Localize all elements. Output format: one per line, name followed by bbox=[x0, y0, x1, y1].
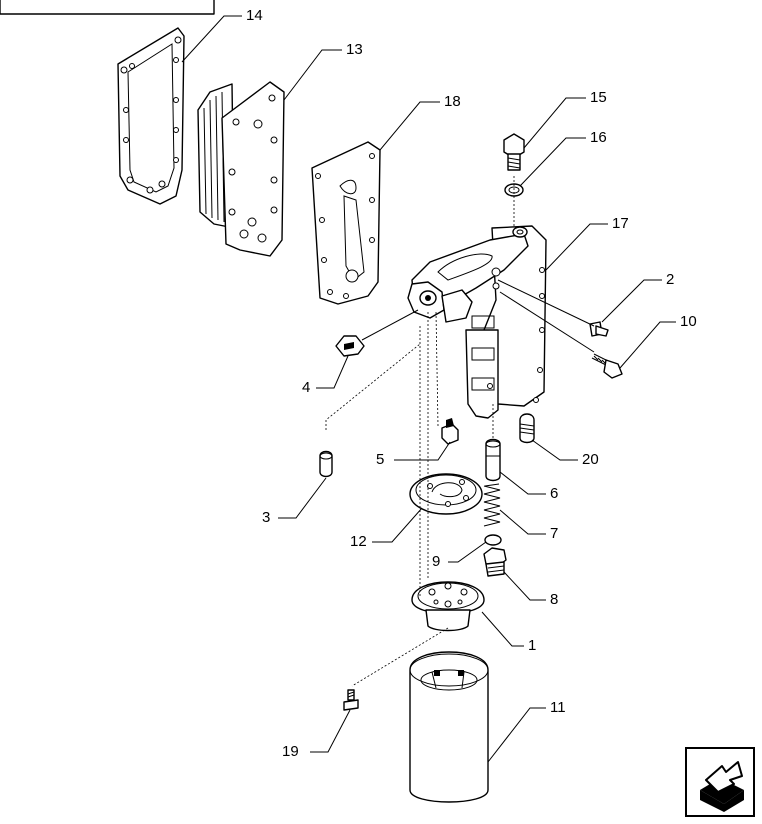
part-17-filter-housing[interactable] bbox=[407, 225, 547, 419]
callout-labels: 14 13 18 15 16 17 2 10 4 5 20 3 6 12 7 9… bbox=[246, 7, 697, 760]
callout-18: 18 bbox=[444, 93, 461, 110]
part-12-valve-plate[interactable] bbox=[409, 473, 483, 515]
callout-5: 5 bbox=[376, 451, 384, 468]
navigation-arrow-button[interactable] bbox=[685, 747, 755, 817]
callout-17: 17 bbox=[612, 215, 629, 232]
callout-19: 19 bbox=[282, 743, 299, 760]
callout-4: 4 bbox=[302, 379, 310, 396]
alignment-lines bbox=[325, 176, 595, 687]
callout-9: 9 bbox=[432, 553, 440, 570]
callout-2: 2 bbox=[666, 271, 674, 288]
leader-lines bbox=[181, 15, 676, 763]
callout-11: 11 bbox=[550, 699, 566, 716]
callout-14: 14 bbox=[246, 7, 263, 24]
part-20-spring-plug[interactable] bbox=[519, 413, 535, 444]
callout-3: 3 bbox=[262, 509, 270, 526]
callout-6: 6 bbox=[550, 485, 558, 502]
callout-16: 16 bbox=[590, 129, 607, 146]
part-15-bolt[interactable] bbox=[503, 133, 525, 171]
part-6-valve-piston[interactable] bbox=[485, 438, 501, 482]
callout-7: 7 bbox=[550, 525, 558, 542]
part-11-filter-cartridge[interactable] bbox=[409, 651, 489, 803]
callout-8: 8 bbox=[550, 591, 558, 608]
part-3-dowel-pin[interactable] bbox=[319, 450, 333, 478]
part-4-plug[interactable] bbox=[335, 335, 365, 357]
callout-12: 12 bbox=[350, 533, 367, 550]
callout-13: 13 bbox=[346, 41, 363, 58]
callout-1: 1 bbox=[528, 637, 536, 654]
part-5-fitting[interactable] bbox=[441, 418, 459, 445]
part-7-spring[interactable] bbox=[483, 483, 501, 527]
callout-15: 15 bbox=[590, 89, 607, 106]
callout-20: 20 bbox=[582, 451, 599, 468]
part-14-gasket[interactable] bbox=[117, 27, 185, 205]
part-8-plug[interactable] bbox=[483, 547, 507, 577]
part-9-o-ring[interactable] bbox=[484, 534, 502, 546]
part-10-bolt[interactable] bbox=[591, 353, 623, 379]
part-1-filter-head[interactable] bbox=[411, 581, 485, 632]
callout-10: 10 bbox=[680, 313, 697, 330]
part-18-gasket-plate[interactable] bbox=[311, 141, 381, 305]
part-13-oil-cooler[interactable] bbox=[197, 81, 285, 257]
part-2-screw[interactable] bbox=[589, 321, 609, 337]
title-box bbox=[0, 0, 215, 15]
part-19-small-screw[interactable] bbox=[343, 689, 359, 711]
arrow-navigation-icon bbox=[700, 761, 744, 812]
